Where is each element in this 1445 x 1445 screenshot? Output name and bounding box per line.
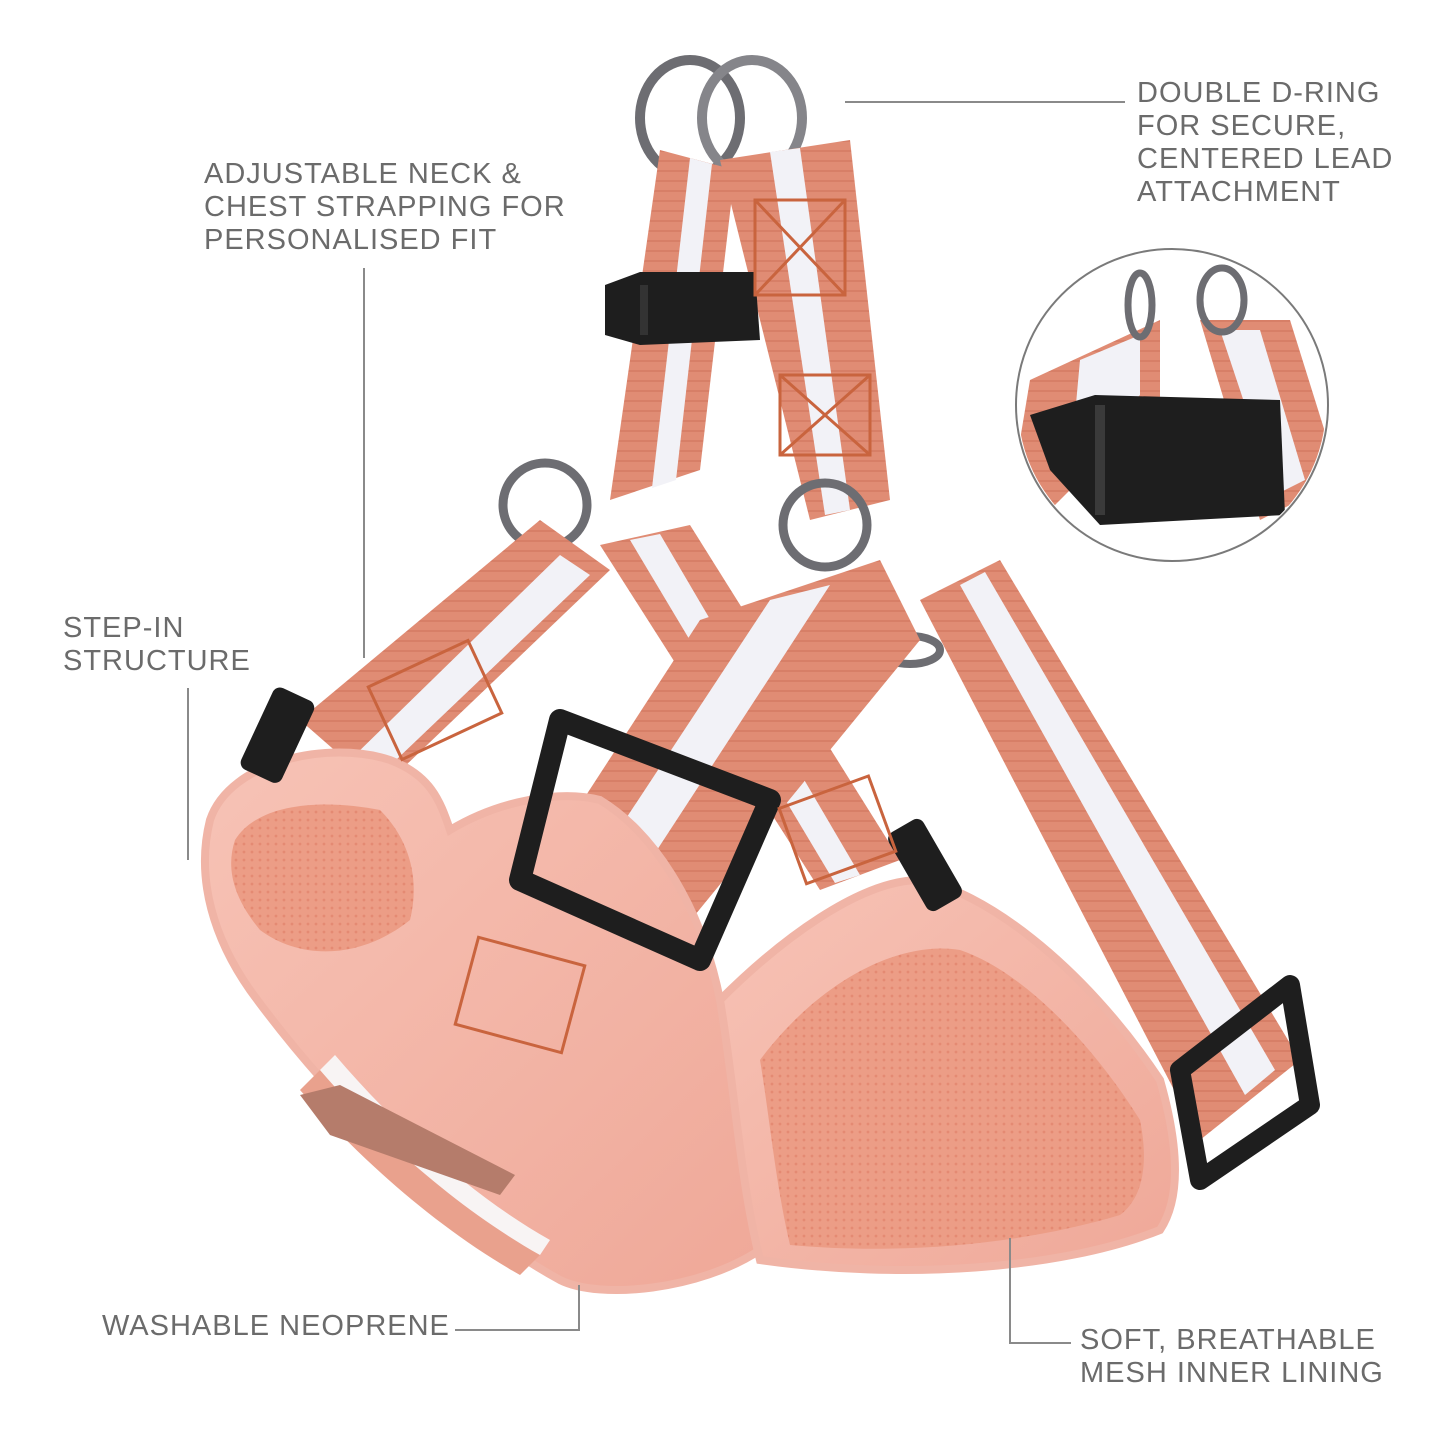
- callout-line: WASHABLE NEOPRENE: [102, 1310, 450, 1342]
- callout-line: STEP-IN: [63, 612, 185, 644]
- leader-neoprene-h: [455, 1329, 579, 1331]
- leader-mesh-h: [1009, 1342, 1071, 1344]
- callout-line: CENTERED LEAD: [1137, 143, 1394, 175]
- callout-line: ADJUSTABLE NECK &: [204, 158, 522, 190]
- neoprene-body: [200, 748, 1179, 1294]
- callout-double-d-ring: DOUBLE D-RING FOR SECURE, CENTERED LEAD …: [1137, 77, 1393, 209]
- callout-line: STRUCTURE: [63, 645, 251, 677]
- leader-step-in-v: [187, 688, 189, 860]
- leader-adjustable-v: [363, 268, 365, 658]
- stitch-details: [366, 198, 898, 1055]
- callout-mesh-lining: SOFT, BREATHABLE MESH INNER LINING: [1080, 1324, 1384, 1390]
- callout-adjustable-strapping: ADJUSTABLE NECK & CHEST STRAPPING FOR PE…: [204, 158, 566, 257]
- callout-line: ATTACHMENT: [1137, 176, 1341, 208]
- callout-line: MESH INNER LINING: [1080, 1357, 1384, 1389]
- neck-buckle: [605, 272, 760, 345]
- side-adjuster: [1170, 975, 1320, 1190]
- callout-neoprene: WASHABLE NEOPRENE: [102, 1310, 450, 1343]
- callout-line: PERSONALISED FIT: [204, 224, 498, 256]
- leader-d-ring-h: [845, 101, 1125, 103]
- neck-strap-right: [720, 140, 890, 520]
- callout-line: CHEST STRAPPING FOR: [204, 191, 566, 223]
- buckle-detail-inset: [1015, 248, 1329, 562]
- callout-line: FOR SECURE,: [1137, 110, 1347, 142]
- leader-neoprene-v: [578, 1285, 580, 1331]
- callout-line: SOFT, BREATHABLE: [1080, 1324, 1376, 1356]
- callout-line: DOUBLE D-RING: [1137, 77, 1381, 109]
- chest-strap-right: [920, 560, 1300, 1140]
- brand-tag: [300, 1085, 515, 1195]
- callout-step-in: STEP-IN STRUCTURE: [63, 612, 251, 678]
- chest-strap-left: [300, 520, 610, 790]
- leader-mesh-v: [1009, 1238, 1011, 1344]
- left-clip: [240, 687, 315, 783]
- front-adjuster: [509, 709, 781, 971]
- right-clip: [888, 818, 962, 912]
